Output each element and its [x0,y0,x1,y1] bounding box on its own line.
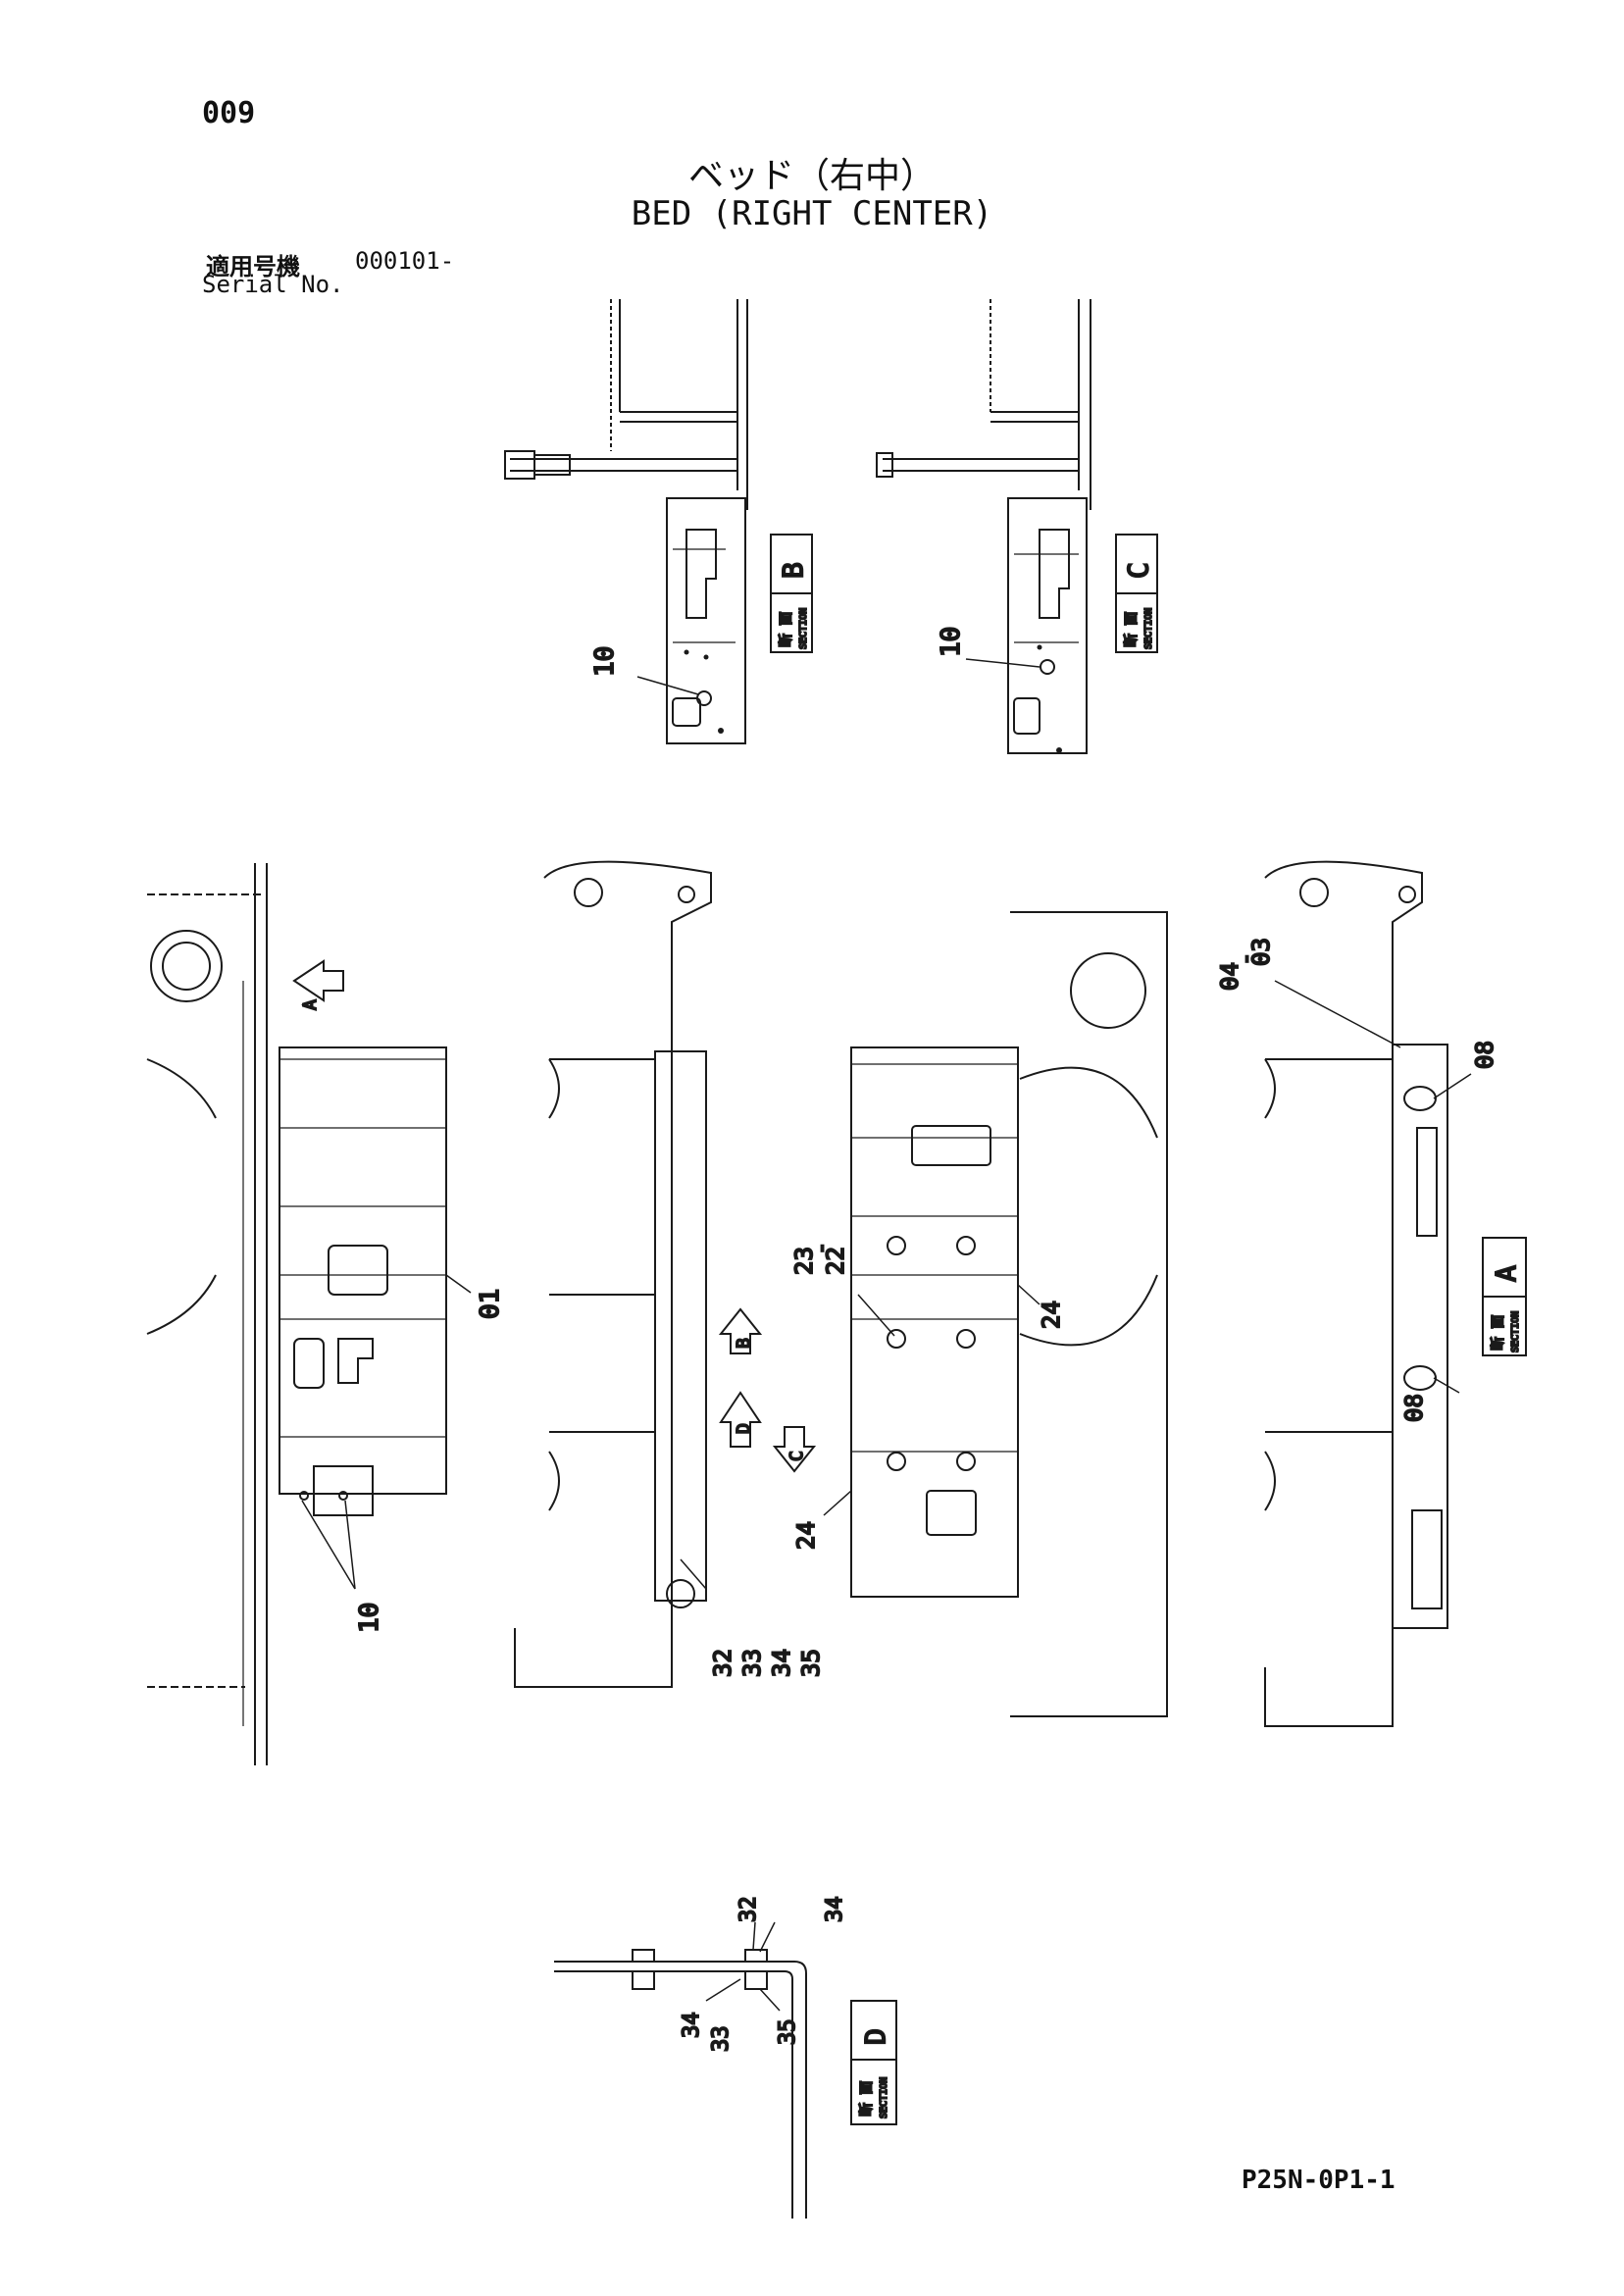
view-arrow-c: C [787,1451,807,1461]
section-d-letter: D [859,2028,891,2045]
callout-32-section-d: 32 [736,1897,761,1923]
section-c-word-en: SECTION [1143,608,1154,649]
section-d-view: 32 34 34 33 35 D 断 面 SECTION [554,1896,897,2219]
left-plan-view: 10 01 A [146,863,506,1765]
callout-dash-04-03: - [1232,952,1259,966]
section-c-view: 10 C 断 面 SECTION [876,299,1158,754]
section-b-view: 10 B 断 面 SECTION [504,299,813,744]
section-c-letter: C [1122,562,1154,579]
callout-04: 04 [1216,962,1243,991]
section-a-letter: A [1490,1265,1522,1282]
callout-33: 33 [738,1649,766,1677]
page-number: 009 [202,96,256,130]
callout-08-upper: 08 [1471,1041,1498,1069]
title-english: BED (RIGHT CENTER) [631,194,993,233]
callout-08-lower: 08 [1400,1394,1428,1422]
section-b-word-jp: 断 面 [779,612,794,647]
view-arrow-a: A [300,999,321,1010]
center-left-view: 32 33 34 35 B D C [514,860,826,1688]
callout-23: 23 [790,1247,818,1275]
callout-34-section-d-upper: 34 [823,1897,847,1923]
callout-35-section-d: 35 [776,2019,800,2046]
callout-03: 03 [1247,938,1275,966]
view-arrow-b: B [734,1338,754,1349]
callout-22: 22 [822,1247,849,1275]
callout-32: 32 [709,1649,736,1677]
callout-24-upper: 24 [1038,1301,1065,1329]
callout-24-lower: 24 [792,1521,820,1550]
section-a-word-en: SECTION [1510,1311,1521,1352]
serial-label-japanese: 適用号機 [206,253,300,281]
serial-label-english: Serial No. [202,271,344,298]
section-d-word-jp: 断 面 [859,2081,875,2117]
view-arrow-d: D [734,1423,754,1434]
section-b-word-en: SECTION [798,608,809,649]
callout-10-left: 10 [355,1603,384,1633]
center-right-view: 23 - 22 24 24 [789,911,1168,1717]
section-b-letter: B [777,562,809,579]
callout-10-section-c: 10 [937,627,966,657]
section-c-word-jp: 断 面 [1124,612,1140,647]
title-japanese: ベッド（右中） [687,156,936,196]
section-a-word-jp: 断 面 [1491,1315,1506,1351]
callout-01: 01 [476,1289,505,1319]
right-view: 04 - 03 08 08 A 断 面 SECTION [1215,860,1527,1727]
callout-10-section-b: 10 [590,646,620,677]
callout-35: 35 [797,1649,825,1677]
serial-value: 000101- [355,247,455,275]
section-d-word-en: SECTION [879,2077,889,2118]
callout-33-section-d: 33 [709,2026,734,2053]
callout-34: 34 [768,1649,795,1677]
callout-dash-22-23: - [807,1242,835,1255]
callout-34-section-d-lower: 34 [680,2013,704,2039]
drawing-code: P25N-0P1-1 [1242,2166,1396,2195]
